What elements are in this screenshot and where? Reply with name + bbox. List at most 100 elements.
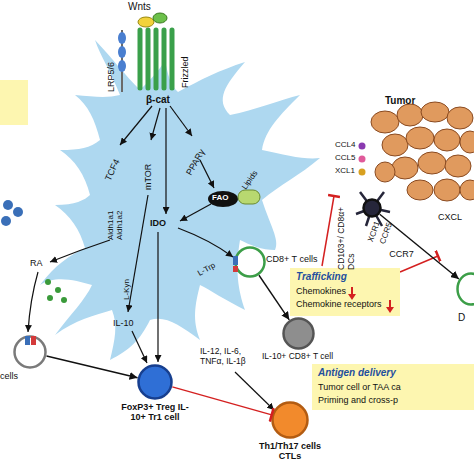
- node-text: Tumor cell or TAA ca: [318, 382, 401, 392]
- tumor-cell: [407, 180, 433, 200]
- node-title: CD103+/ CD8α+ DCs: [337, 192, 357, 270]
- node-text: Chemokine receptors: [296, 299, 382, 309]
- molecule-label: Lipids: [240, 169, 260, 191]
- pathway-arrow: [200, 160, 214, 188]
- molecule-label: XCL1: [335, 166, 355, 175]
- molecule-label: Wnts: [128, 1, 151, 13]
- molecule-label: L-Kyn: [122, 279, 131, 300]
- dendritic-cell: [40, 40, 320, 360]
- lrp-domain: [118, 32, 126, 44]
- cell-outline: [456, 272, 474, 306]
- node-title: CD8+ T cells: [266, 254, 317, 264]
- tumor-cell: [418, 152, 446, 174]
- cell-outline: [282, 317, 315, 350]
- trafficking-box: TraffickingChemokinesChemokine receptors: [290, 268, 400, 316]
- node-text: Priming and cross-p: [318, 395, 398, 405]
- molecule-label: PPARγ: [184, 147, 207, 177]
- molecule-label: TCF4: [103, 158, 122, 183]
- edge-label: CCR7: [389, 249, 414, 259]
- lrp-domain: [118, 60, 126, 72]
- molecule-label: FAO: [212, 193, 228, 202]
- pathway-arrow: [50, 240, 110, 262]
- lrp-domain: [118, 46, 126, 58]
- node-title: cells: [0, 371, 18, 381]
- molecule-label: CCL4: [335, 140, 355, 149]
- frizzled-receptor: [140, 30, 172, 88]
- molecule-label: CXCL: [438, 212, 462, 222]
- tcr-symbol: [233, 256, 238, 265]
- cell-body: [284, 319, 314, 349]
- ra-dot: [55, 287, 61, 293]
- arrow-connector: [259, 275, 289, 320]
- molecule-label: IL-12, IL-6, TNFα, IL-1β: [200, 347, 262, 367]
- effector-cell: Th1/Th17 cells CTLs: [271, 401, 309, 439]
- decrease-arrow-head: [386, 307, 394, 313]
- pathway-arrow: [170, 106, 192, 136]
- note-box: [0, 80, 28, 125]
- pathway-arrow: [151, 108, 160, 140]
- cell-outline: [137, 364, 173, 400]
- pathway-arrow: [120, 106, 152, 145]
- molecule-dot: [1, 216, 11, 226]
- chemokine-dot: [359, 169, 366, 176]
- molecule-label: mTOR: [143, 164, 153, 190]
- lipid-transporter: [238, 190, 260, 204]
- tumor-cell: [445, 155, 471, 177]
- molecule-label: Frizzled: [180, 56, 190, 88]
- inhibition-connector: [172, 387, 271, 415]
- molecule-label: CCL5: [335, 153, 355, 162]
- cell-outline: [362, 198, 382, 218]
- molecule-dot: [3, 200, 13, 210]
- cell-body: [364, 200, 381, 217]
- decrease-arrow: [389, 300, 391, 309]
- inhibition-line: [322, 196, 334, 266]
- tumor-cell: [371, 111, 399, 133]
- molecule-label: IDO: [150, 218, 166, 228]
- cell-body: [15, 337, 46, 368]
- node-title: IL-10+ CD8+ T cell: [262, 352, 333, 362]
- cell-outline: [13, 335, 47, 369]
- pathway-arrow: [28, 272, 38, 332]
- tcr-symbol: [25, 336, 30, 345]
- cell-outline: [234, 246, 266, 278]
- tumor: Tumor: [355, 95, 474, 210]
- tumor-cell: [421, 102, 449, 122]
- cd8-t-cell: CD8+ T cells: [234, 246, 266, 278]
- tumor-cells: [371, 102, 474, 201]
- treg-cell: FoxP3+ Treg IL-10+ Tr1 cell: [137, 364, 173, 400]
- tumor-cell: [434, 129, 460, 151]
- antigen-delivery-box: Antigen deliveryTumor cell or TAA ca Prim…: [312, 364, 474, 410]
- chemokine-dot: [359, 143, 366, 150]
- tumor-cell: [434, 179, 460, 201]
- t-cell: cells: [13, 335, 47, 369]
- pathway-arrow: [157, 232, 158, 362]
- tumor-cell: [392, 157, 418, 179]
- cell-body: [236, 248, 265, 277]
- lymph-node-cell: D: [456, 272, 474, 306]
- tumor-cell: [460, 131, 474, 153]
- molecule-label: Aldh1a1 Aldh1a2: [106, 202, 124, 240]
- cell-body: [458, 274, 474, 305]
- node-title: Antigen delivery: [318, 367, 396, 379]
- molecule-label: RA: [30, 258, 43, 268]
- molecule-label: L-Trp: [196, 261, 217, 278]
- node-title: FoxP3+ Treg IL-10+ Tr1 cell: [115, 402, 195, 423]
- tumor-cell: [447, 107, 473, 129]
- tumor-cell: [382, 134, 408, 156]
- tumor-cell: [460, 180, 474, 200]
- node-text: Chemokines: [296, 286, 346, 296]
- fao-oval: [208, 191, 238, 207]
- wnt-ligand: [153, 13, 167, 23]
- pathway-arrow: [180, 204, 211, 221]
- cell-body: [273, 403, 308, 438]
- tcr-symbol: [233, 266, 238, 272]
- cd103-dc: CD103+/ CD8α+ DCs: [362, 198, 382, 218]
- arrow-connector: [47, 356, 138, 378]
- tumor-cell: [397, 104, 423, 126]
- decrease-arrow-head: [348, 294, 356, 300]
- ra-dot: [47, 295, 53, 301]
